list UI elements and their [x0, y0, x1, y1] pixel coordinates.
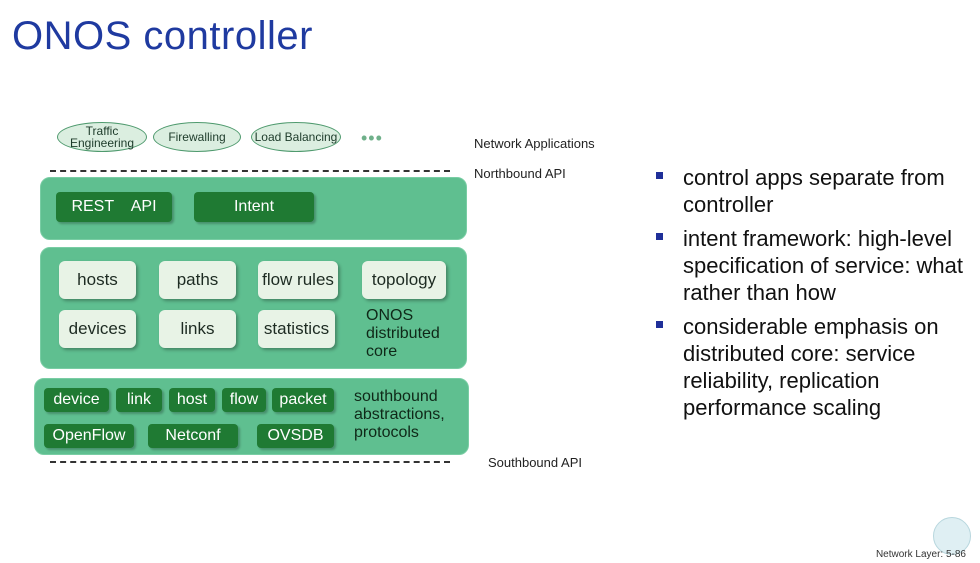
northbound-divider [50, 170, 450, 172]
sb-openflow-label: OpenFlow [52, 427, 126, 444]
bullet-square-icon [656, 172, 663, 179]
network-applications-label: Network Applications [474, 136, 595, 151]
app-traffic-engineering: Traffic Engineering [57, 122, 147, 152]
rest-api-label: REST API [71, 198, 157, 215]
app-firewalling: Firewalling [153, 122, 241, 152]
sb-packet: packet [272, 388, 334, 412]
watermark-logo-icon [933, 517, 971, 555]
sb-flow-label: flow [229, 391, 259, 408]
sb-link: link [116, 388, 162, 412]
core-devices: devices [59, 310, 136, 348]
rest-api-box: REST API [56, 192, 172, 222]
sb-host: host [169, 388, 215, 412]
bullet-square-icon [656, 233, 663, 240]
onos-distributed-core-label: ONOS distributed core [366, 307, 440, 360]
core-paths: paths [159, 261, 236, 299]
sb-flow: flow [222, 388, 266, 412]
slide-title: ONOS controller [12, 14, 313, 58]
core-topology: topology [362, 261, 446, 299]
bullet-item: control apps separate from controller [652, 164, 972, 218]
northbound-api-label: Northbound API [474, 166, 566, 181]
sb-ovsdb-label: OVSDB [267, 427, 324, 444]
southbound-api-label: Southbound API [488, 455, 582, 470]
app-load-balancing: Load Balancing [251, 122, 341, 152]
more-apps-ellipsis: ••• [361, 128, 383, 148]
sb-ovsdb: OVSDB [257, 424, 334, 448]
core-flow-rules: flow rules [258, 261, 338, 299]
bullet-text: control apps separate from controller [683, 165, 945, 217]
slide-footer: Network Layer: 5-86 [875, 549, 966, 560]
southbound-divider [50, 461, 450, 463]
intent-box: Intent [194, 192, 314, 222]
bullet-list: control apps separate from controller in… [652, 164, 972, 428]
bullet-item: considerable emphasis on distributed cor… [652, 313, 972, 421]
sb-device: device [44, 388, 109, 412]
sb-packet-label: packet [279, 391, 327, 408]
bullet-text: considerable emphasis on distributed cor… [683, 314, 939, 420]
intent-label: Intent [233, 198, 275, 215]
bullet-text: intent framework: high-level specificati… [683, 226, 964, 305]
sb-host-label: host [176, 391, 208, 408]
sb-link-label: link [126, 391, 151, 408]
southbound-abstractions-label: southbound abstractions, protocols [354, 388, 445, 441]
core-links: links [159, 310, 236, 348]
core-statistics: statistics [258, 310, 335, 348]
sb-device-label: device [53, 391, 100, 408]
bullet-item: intent framework: high-level specificati… [652, 225, 972, 306]
core-hosts: hosts [59, 261, 136, 299]
sb-netconf-label: Netconf [165, 427, 221, 444]
sb-netconf: Netconf [148, 424, 238, 448]
bullet-square-icon [656, 321, 663, 328]
sb-openflow: OpenFlow [44, 424, 134, 448]
